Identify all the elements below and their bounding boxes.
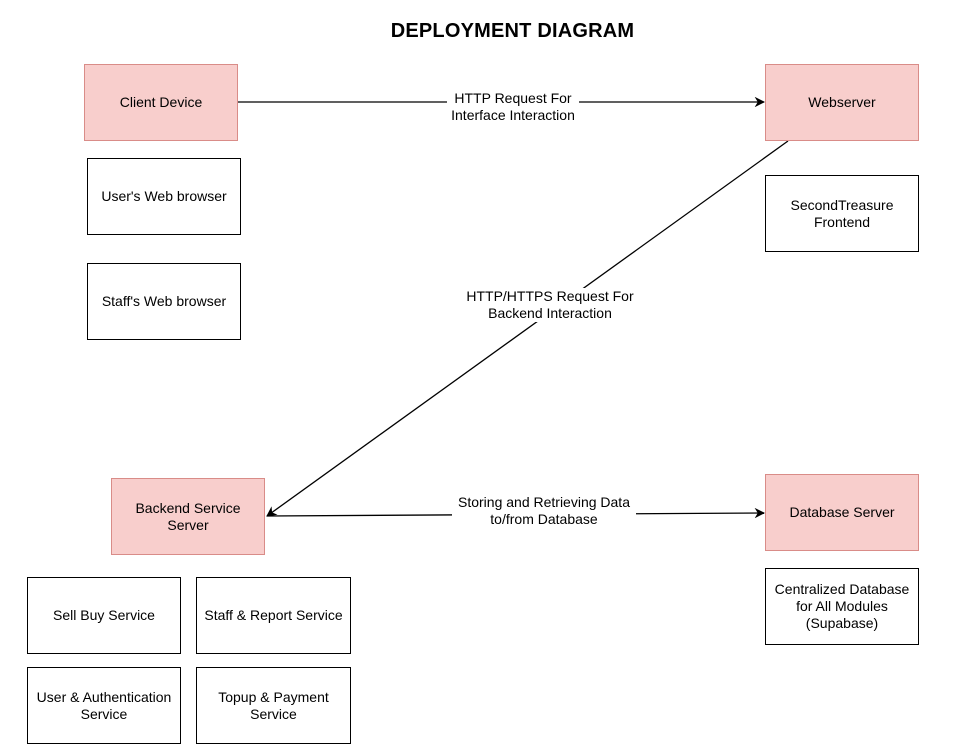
component-staffs-web-browser-label: Staff's Web browser: [101, 293, 227, 309]
node-backend-server[interactable]: Backend Service Server: [111, 478, 265, 555]
component-centralized-database-label: Centralized Database for All Modules (Su…: [774, 581, 910, 631]
node-backend-server-label: Backend Service Server: [135, 499, 241, 533]
component-staff-report-service[interactable]: Staff & Report Service: [196, 577, 351, 654]
edge-label-webserver-to-backend: HTTP/HTTPS Request For Backend Interacti…: [462, 288, 638, 322]
node-database-server-label: Database Server: [789, 504, 895, 520]
component-user-auth-service-label: User & Authentication Service: [36, 688, 172, 722]
component-centralized-database[interactable]: Centralized Database for All Modules (Su…: [765, 568, 919, 645]
edge-webserver-to-backend: [266, 140, 789, 517]
diagram-title: DEPLOYMENT DIAGRAM: [390, 20, 635, 42]
edge-label-backend-to-database: Storing and Retrieving Data to/from Data…: [452, 494, 636, 528]
node-client-device-label: Client Device: [119, 94, 203, 110]
component-secondtreasure-frontend-label: SecondTreasure Frontend: [790, 196, 894, 230]
component-topup-payment-service-label: Topup & Payment Service: [218, 688, 329, 722]
component-staffs-web-browser[interactable]: Staff's Web browser: [87, 263, 241, 340]
component-staff-report-service-label: Staff & Report Service: [204, 607, 343, 623]
edge-label-client-to-webserver: HTTP Request For Interface Interaction: [447, 90, 579, 124]
component-topup-payment-service[interactable]: Topup & Payment Service: [196, 667, 351, 744]
component-sell-buy-service-label: Sell Buy Service: [53, 607, 155, 623]
component-secondtreasure-frontend[interactable]: SecondTreasure Frontend: [765, 175, 919, 252]
component-sell-buy-service[interactable]: Sell Buy Service: [27, 577, 181, 654]
node-database-server[interactable]: Database Server: [765, 474, 919, 551]
component-users-web-browser[interactable]: User's Web browser: [87, 158, 241, 235]
node-client-device[interactable]: Client Device: [84, 64, 238, 141]
component-users-web-browser-label: User's Web browser: [101, 188, 227, 204]
node-webserver-label: Webserver: [808, 94, 876, 110]
component-user-auth-service[interactable]: User & Authentication Service: [27, 667, 181, 744]
node-webserver[interactable]: Webserver: [765, 64, 919, 141]
